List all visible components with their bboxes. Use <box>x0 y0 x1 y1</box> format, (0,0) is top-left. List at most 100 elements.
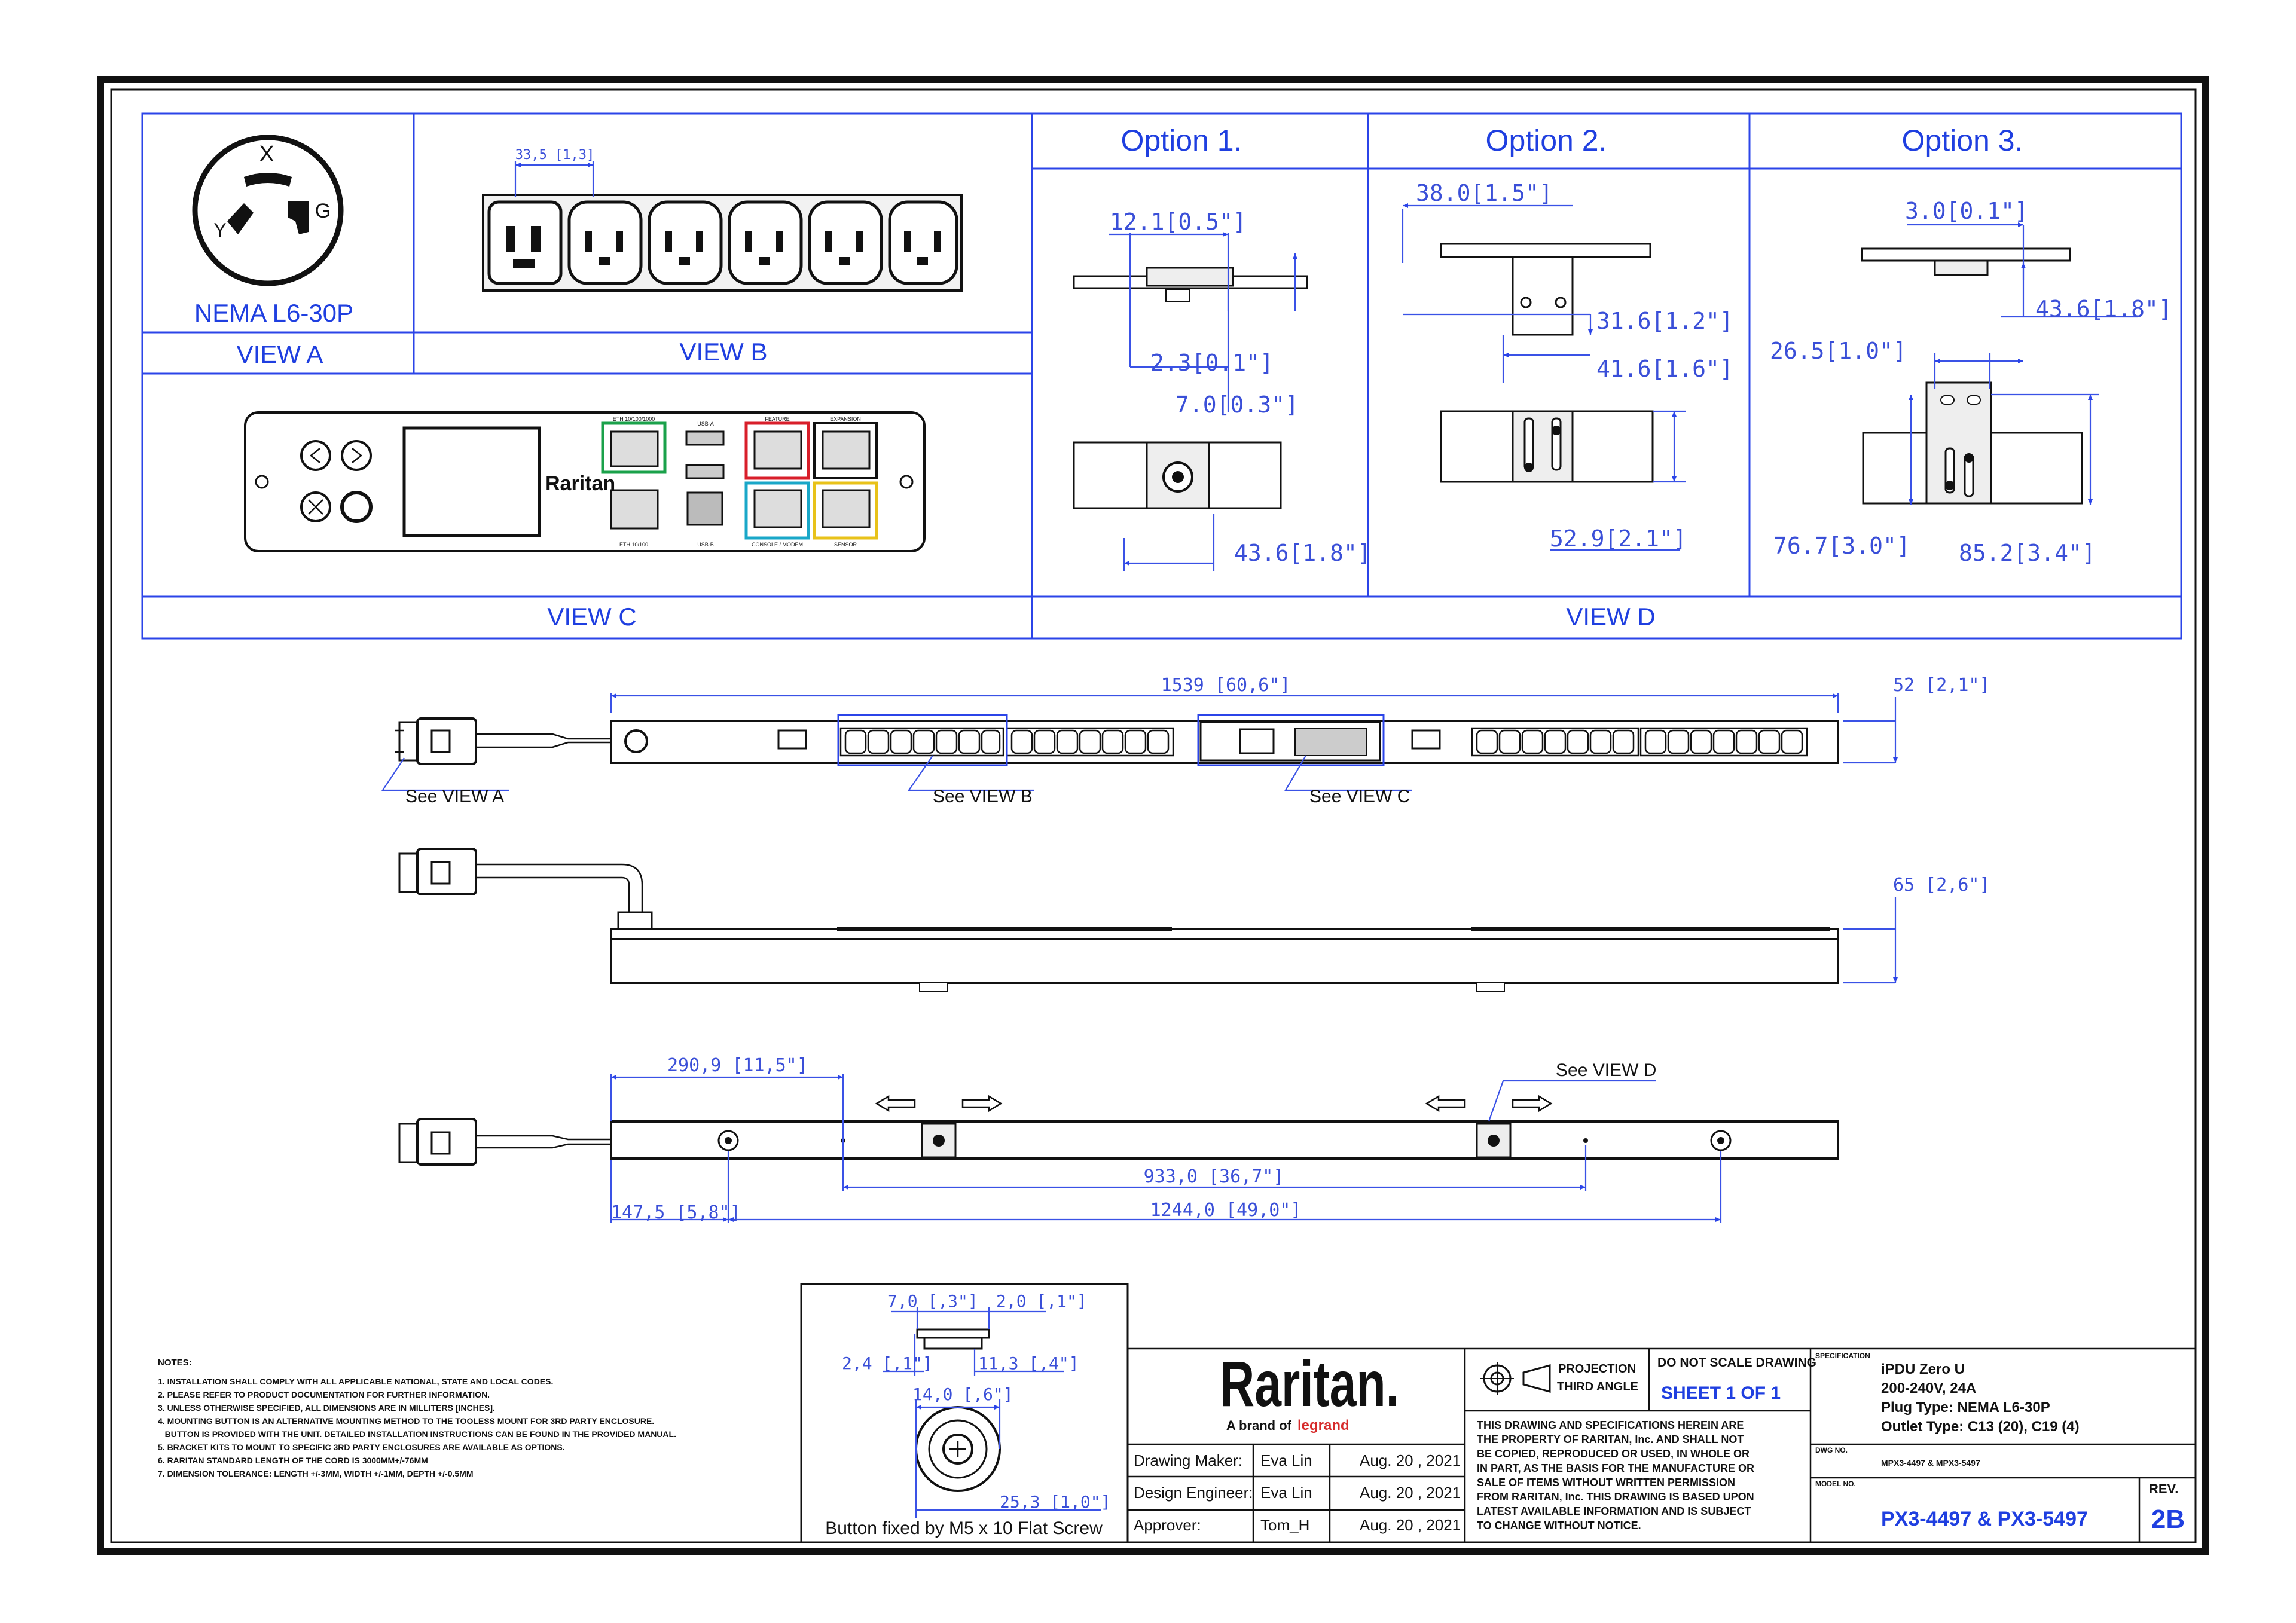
model-label: MODEL NO. <box>1815 1480 1856 1488</box>
view-b-label: VIEW B <box>679 338 767 366</box>
view-a: X G Y NEMA L6-30P VIEW A <box>192 135 353 368</box>
drawing-maker-name: Eva Lin <box>1260 1451 1312 1469</box>
disclaimer-line-8: TO CHANGE WITHOUT NOTICE. <box>1477 1520 1641 1532</box>
plug-letter-x: X <box>259 142 274 167</box>
back-dim-3: 147,5 [5,8"] <box>611 1202 741 1223</box>
disclaimer-line-7: LATEST AVAILABLE INFORMATION AND IS SUBJ… <box>1477 1505 1751 1517</box>
note-4: 4. MOUNTING BUTTON IS AN ALTERNATIVE MOU… <box>158 1416 654 1426</box>
port-label-sensor: SENSOR <box>834 542 857 548</box>
note-1: 1. INSTALLATION SHALL COMPLY WITH ALL AP… <box>158 1377 553 1386</box>
outlet-c13-4 <box>808 200 883 285</box>
option-3-dim-1: 3.0[0.1"] <box>1905 198 2028 224</box>
outlet-strip-b <box>1471 727 1808 757</box>
drawing-maker-date: Aug. 20 , 2021 <box>1360 1451 1461 1469</box>
option-3-dim-4: 76.7[3.0"] <box>1773 533 1910 559</box>
port-eth1 <box>601 421 667 474</box>
views-grid <box>141 112 2182 640</box>
sheet-number: SHEET 1 OF 1 <box>1661 1383 1781 1403</box>
outlet-c19 <box>487 200 563 285</box>
view-b: 33,5 [1,3] VIEW B <box>482 148 963 366</box>
note-4b: BUTTON IS PROVIDED WITH THE UNIT. DETAIL… <box>158 1429 676 1439</box>
port-feature <box>744 421 810 480</box>
title-block: Raritan. A brand of legrand Drawing Make… <box>1126 1347 2197 1543</box>
controller-brand: Raritan <box>545 472 615 495</box>
option-2-dim-3: 41.6[1.6"] <box>1596 356 1733 382</box>
back-dim-1: 290,9 [11,5"] <box>667 1055 808 1076</box>
outer-frame <box>97 76 2209 1555</box>
plug-name: NEMA L6-30P <box>194 299 353 327</box>
button-dim-4: 11,3 [,4"] <box>978 1353 1079 1373</box>
plug-icon-back <box>398 1118 477 1166</box>
tagline-brand: legrand <box>1297 1417 1349 1434</box>
approver-date: Aug. 20 , 2021 <box>1360 1516 1461 1534</box>
pdu-side-view: 65 [2,6"] <box>398 848 1990 992</box>
design-engineer-name: Eva Lin <box>1260 1484 1312 1502</box>
outlet-c13-5 <box>888 200 958 285</box>
plug-blade-x <box>244 173 292 187</box>
view-d: Option 1. Option 2. Option 3. 12.1[0.5"]… <box>1073 124 2172 631</box>
note-6: 6. RARITAN STANDARD LENGTH OF THE CORD I… <box>158 1456 428 1465</box>
pdu-top-view: 1539 [60,6"] 52 [2,1"] See VIEW A See VI… <box>381 675 1990 806</box>
option-3-drawing: 3.0[0.1"] 43.6[1.8"] 26.5[1.0"] 76.7[3.0… <box>1770 198 2172 566</box>
mount-bracket-2 <box>1476 1123 1512 1159</box>
plug-blade-y <box>227 203 254 234</box>
nav-right-button <box>341 440 372 471</box>
tagline-prefix: A brand of <box>1226 1418 1292 1433</box>
dwg-number: MPX3-4497 & MPX3-5497 <box>1881 1458 1980 1468</box>
view-b-dim: 33,5 [1,3] <box>515 148 594 163</box>
disclaimer-line-3: BE COPIED, REPRODUCED OR USED, IN WHOLE … <box>1477 1448 1750 1460</box>
lcd-display <box>402 426 541 537</box>
option-2-dim-1: 38.0[1.5"] <box>1416 180 1553 206</box>
option-1-dim-3: 7.0[0.3"] <box>1176 392 1299 418</box>
design-engineer-role: Design Engineer: <box>1134 1484 1253 1502</box>
approver-role: Approver: <box>1134 1516 1201 1534</box>
do-not-scale: DO NOT SCALE DRAWING <box>1657 1356 1816 1370</box>
rev-label: REV. <box>2149 1481 2178 1496</box>
option-2-dim-4: 52.9[2.1"] <box>1550 525 1687 552</box>
port-label-eth2: ETH 10/100 <box>619 542 648 548</box>
design-engineer-date: Aug. 20 , 2021 <box>1360 1484 1461 1502</box>
plug-letter-g: G <box>315 200 331 222</box>
spec-line-1: iPDU Zero U <box>1881 1361 1965 1377</box>
plug-icon-side <box>398 848 477 895</box>
inner-frame <box>110 88 2197 1543</box>
port-label-expansion: EXPANSION <box>830 416 861 422</box>
spec-line-2: 200-240V, 24A <box>1881 1380 1976 1396</box>
ok-button-icon <box>340 491 373 523</box>
option-1-dim-1: 12.1[0.5"] <box>1110 209 1247 235</box>
port-usb-b <box>686 491 723 526</box>
outlet-c13-2 <box>648 200 723 285</box>
option-3-dim-5: 85.2[3.4"] <box>1959 540 2096 566</box>
callout-view-d: See VIEW D <box>1556 1060 1656 1080</box>
callout-view-a: See VIEW A <box>405 787 504 806</box>
port-label-usbb: USB-B <box>697 542 714 548</box>
port-label-eth1: ETH 10/100/1000 <box>613 416 655 422</box>
dwg-label: DWG NO. <box>1815 1446 1848 1454</box>
disclaimer-line-1: THIS DRAWING AND SPECIFICATIONS HEREIN A… <box>1477 1419 1744 1431</box>
notes: NOTES: 1. INSTALLATION SHALL COMPLY WITH… <box>158 1358 676 1478</box>
top-length-dim: 1539 [60,6"] <box>1161 675 1291 696</box>
plug-blade-g <box>288 201 309 234</box>
drawing-maker-role: Drawing Maker: <box>1134 1451 1242 1469</box>
plug-letter-y: Y <box>213 219 226 241</box>
button-dim-5: 14,0 [,6"] <box>912 1384 1013 1404</box>
pdu-back-view: See VIEW D 290,9 [11,5"] 933,0 [36,7"] 1… <box>398 1055 1839 1223</box>
button-dim-3: 2,4 [,1"] <box>842 1353 933 1373</box>
back-dim-2: 933,0 [36,7"] <box>1144 1166 1284 1187</box>
projection-symbol <box>1480 1362 1551 1395</box>
projection-label: PROJECTION <box>1558 1362 1636 1376</box>
view-c: Raritan ETH 10/100/1000 USB-A FEATURE EX… <box>244 411 926 631</box>
notes-title: NOTES: <box>158 1358 192 1368</box>
option-2-drawing: 38.0[1.5"] 31.6[1.2"] 41.6[1.6"] 52.9[2.… <box>1402 180 1733 552</box>
note-5: 5. BRACKET KITS TO MOUNT TO SPECIFIC 3RD… <box>158 1442 565 1452</box>
button-dim-6: 25,3 [1,0"] <box>1000 1492 1110 1512</box>
option-1-dim-2: 2.3[0.1"] <box>1150 350 1274 376</box>
port-label-feature: FEATURE <box>765 416 789 422</box>
note-3: 3. UNLESS OTHERWISE SPECIFIED, ALL DIMEN… <box>158 1403 495 1413</box>
cancel-button-icon <box>300 491 331 522</box>
option-3-title: Option 3. <box>1902 124 2023 157</box>
spec-label: SPECIFICATION <box>1815 1352 1870 1360</box>
port-console <box>744 481 810 540</box>
option-1-drawing: 12.1[0.5"] 2.3[0.1"] 7.0[0.3"] 43.6[1.8"… <box>1073 209 1371 571</box>
